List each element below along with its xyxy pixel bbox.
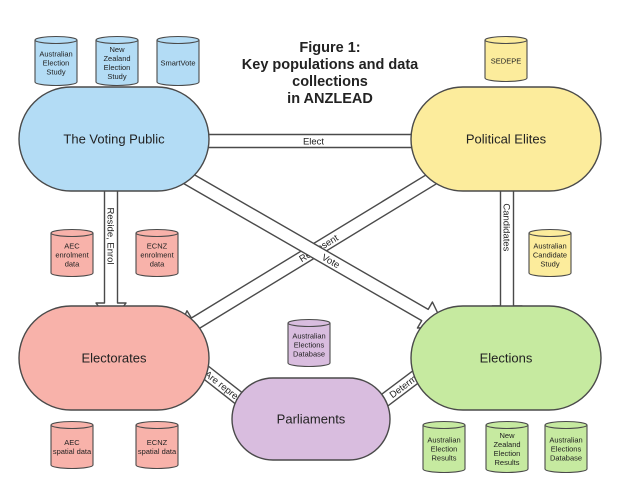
dataset-label: ECNZ: [147, 242, 168, 251]
political-elites-label: Political Elites: [466, 132, 547, 147]
figure-title: Figure 1:Key populations and datacollect…: [242, 40, 419, 107]
title-line: in ANZLEAD: [287, 91, 373, 107]
title-line: Figure 1:: [299, 40, 360, 56]
dataset-label: Results: [494, 458, 519, 467]
node-parliaments: Parliaments: [231, 377, 391, 461]
dataset-smartvote: SmartVote: [156, 35, 200, 87]
dataset-label: Database: [293, 350, 325, 359]
title-line: collections: [292, 74, 368, 90]
dataset-label: Australian: [39, 50, 72, 59]
dataset-label: SEDEPE: [491, 57, 521, 66]
voting-public-label: The Voting Public: [63, 132, 165, 147]
dataset-label: spatial data: [138, 447, 177, 456]
node-electorates: Electorates: [18, 305, 210, 411]
dataset-label: Results: [431, 454, 456, 463]
dataset-label: Zealand: [103, 54, 130, 63]
dataset-sedepe: SEDEPE: [484, 35, 528, 83]
arrow-candidates: Candidates: [491, 180, 523, 327]
dataset-label: Election: [431, 445, 458, 454]
candidates-label: Candidates: [501, 203, 512, 251]
dataset-label: enrolment: [140, 251, 174, 260]
elect-label: Elect: [303, 136, 324, 147]
electorates-label: Electorates: [81, 351, 147, 366]
dataset-label: Election: [43, 59, 70, 68]
datasets: AustralianElectionStudyNewZealandElectio…: [34, 35, 588, 474]
dataset-label: New: [499, 431, 515, 440]
nodes: The Voting Public Political ElitesElector…: [18, 86, 602, 461]
dataset-label: data: [65, 260, 80, 269]
dataset-label: Candidate: [533, 251, 567, 260]
dataset-label: Elections: [294, 341, 325, 350]
dataset-label: Study: [46, 68, 65, 77]
dataset-label: Elections: [551, 445, 582, 454]
arrow-reside-enrol: Reside, Enrol: [95, 184, 127, 324]
dataset-label: Study: [540, 260, 559, 269]
dataset-label: ECNZ: [147, 438, 168, 447]
dataset-label: enrolment: [55, 251, 89, 260]
dataset-label: AEC: [64, 242, 80, 251]
dataset-label: AEC: [64, 438, 80, 447]
dataset-label: data: [150, 260, 165, 269]
dataset-label: Election: [104, 63, 131, 72]
dataset-label: Election: [494, 449, 521, 458]
dataset-label: Australian: [427, 436, 460, 445]
dataset-label: SmartVote: [160, 59, 195, 68]
dataset-label: spatial data: [53, 447, 92, 456]
dataset-label: Zealand: [493, 440, 520, 449]
node-elections: Elections: [410, 305, 602, 411]
node-political-elites: Political Elites: [410, 86, 602, 192]
dataset-label: Australian: [292, 332, 325, 341]
dataset-label: Australian: [533, 242, 566, 251]
dataset-label: New: [109, 45, 125, 54]
parliaments-label: Parliaments: [277, 412, 346, 427]
dataset-label: Study: [107, 72, 126, 81]
title-line: Key populations and data: [242, 57, 419, 73]
arrow-elect: Elect: [184, 125, 443, 157]
dataset-label: Database: [550, 454, 582, 463]
elections-label: Elections: [480, 351, 533, 366]
dataset-label: Australian: [549, 436, 582, 445]
node-voting-public: The Voting Public: [18, 86, 210, 192]
reside-enrol-label: Reside, Enrol: [105, 208, 116, 265]
